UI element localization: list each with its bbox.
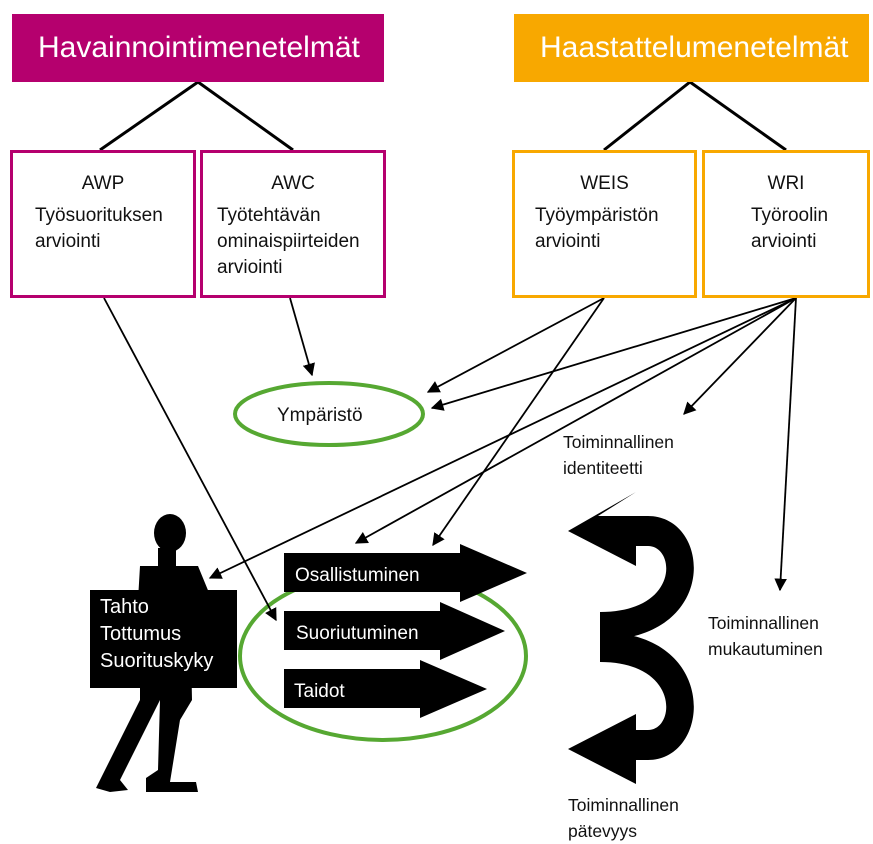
- interview-methods-header: Haastattelumenetelmät: [514, 14, 869, 82]
- performance-arrow: [284, 602, 505, 660]
- skills-label: Taidot: [294, 681, 345, 702]
- environment-label: Ympäristö: [277, 405, 363, 426]
- weis-description: Työympäristön arviointi: [535, 205, 659, 252]
- relation-arrows: [103, 297, 797, 622]
- tree-connectors: [99, 80, 787, 152]
- awc-box: AWC Työtehtävän ominaispiirteiden arvioi…: [200, 150, 386, 298]
- volition-habituation-capacity-box: Tahto Tottumus Suorituskyky: [90, 590, 237, 688]
- awp-box: AWP Työsuorituksen arviointi: [10, 150, 196, 298]
- occupational-competence-label: Toiminnallinen pätevyys: [568, 795, 679, 841]
- feedback-arrow-down: [568, 632, 694, 784]
- awp-title: AWP: [81, 173, 125, 194]
- environment-ellipse: [233, 381, 425, 447]
- observation-methods-header: Havainnointimenetelmät: [12, 14, 384, 82]
- weis-title: WEIS: [580, 173, 629, 194]
- wri-title: WRI: [767, 173, 805, 194]
- performance-ellipse: [238, 570, 528, 742]
- occupational-adaptation-label: Toiminnallinen mukautuminen: [708, 613, 823, 659]
- awc-description: Työtehtävän ominaispiirteiden arviointi: [217, 205, 360, 278]
- weis-box: WEIS Työympäristön arviointi: [512, 150, 697, 298]
- feedback-arrow-up: [568, 492, 694, 640]
- wri-box: WRI Työroolin arviointi: [702, 150, 870, 298]
- wri-description: Työroolin arviointi: [751, 205, 829, 252]
- skills-arrow: [284, 660, 487, 718]
- occupational-identity-label: Toiminnallinen identiteetti: [563, 432, 674, 478]
- performance-label: Suoriutuminen: [296, 623, 419, 644]
- participation-arrow: [284, 544, 527, 602]
- awc-title: AWC: [271, 173, 315, 194]
- awp-description: Työsuorituksen arviointi: [35, 205, 163, 252]
- participation-label: Osallistuminen: [295, 565, 420, 586]
